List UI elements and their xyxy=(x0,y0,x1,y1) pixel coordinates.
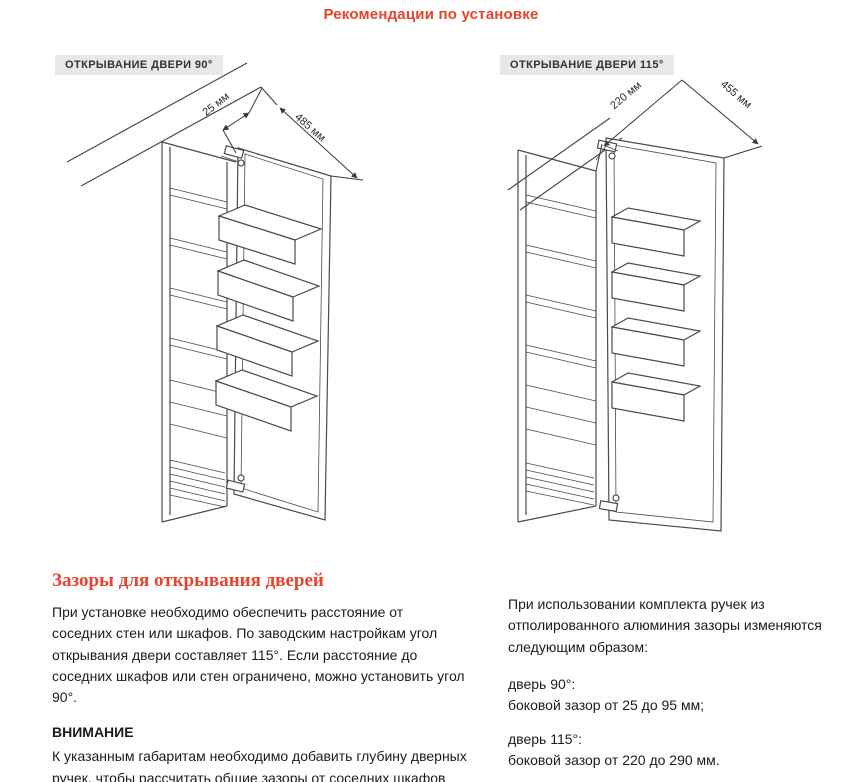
door-115-clearance: дверь 115°: боковой зазор от 220 до 290 … xyxy=(508,729,858,771)
door-90-value: боковой зазор от 25 до 95 мм; xyxy=(508,696,705,713)
door-115-value: боковой зазор от 220 до 290 мм. xyxy=(508,751,720,768)
door-bins xyxy=(610,207,702,422)
warning-text: К указанным габаритам необходимо добавит… xyxy=(52,748,467,782)
paragraph-clearances: При установке необходимо обеспечить расс… xyxy=(52,604,465,706)
diagrams-row: ОТКРЫВАНИЕ ДВЕРИ 90° xyxy=(55,50,860,550)
diagram-door-90-label: ОТКРЫВАНИЕ ДВЕРИ 90° xyxy=(55,55,223,75)
diagram-door-115-drawing: 220 мм 455 мм xyxy=(507,78,763,532)
handles-column: При использовании комплекта ручек из отп… xyxy=(508,570,858,782)
wall-lines xyxy=(66,62,262,187)
dimension-line-220 xyxy=(603,79,683,147)
dimension-label-220mm: 220 мм xyxy=(608,79,644,112)
diagram-door-115-label: ОТКРЫВАНИЕ ДВЕРИ 115° xyxy=(500,55,674,75)
dimension-line-455 xyxy=(681,79,759,145)
warning-title: ВНИМАНИЕ xyxy=(52,724,134,741)
door-open-115 xyxy=(595,137,725,532)
door-bins xyxy=(214,204,323,432)
bottom-hinge xyxy=(225,474,246,493)
dimension-line-25 xyxy=(222,112,250,131)
diagram-door-90: ОТКРЫВАНИЕ ДВЕРИ 90° xyxy=(55,50,450,550)
vent-grille xyxy=(169,459,226,508)
drawer-lines xyxy=(525,384,597,446)
page-title: Рекомендации по установке xyxy=(323,6,539,23)
door-open-90 xyxy=(214,145,332,521)
door-115-label: дверь 115°: xyxy=(508,730,583,747)
bottom-hinge xyxy=(598,494,620,513)
paragraph-handles: При использовании комплекта ручек из отп… xyxy=(508,596,822,655)
diagram-door-90-drawing: 25 мм 485 мм xyxy=(66,62,364,523)
cabinet xyxy=(517,149,597,523)
shelves xyxy=(525,194,597,369)
shelves xyxy=(169,187,228,360)
door-90-label: дверь 90°: xyxy=(508,675,576,692)
section-heading: Зазоры для открывания дверей xyxy=(52,570,324,591)
dimension-line-485 xyxy=(279,107,358,179)
vent-grille xyxy=(525,462,595,506)
clearances-column: Зазоры для открывания дверей При установ… xyxy=(52,570,467,782)
dimension-lines xyxy=(222,86,364,181)
dimension-label-455mm: 455 мм xyxy=(718,78,754,111)
text-columns: Зазоры для открывания дверей При установ… xyxy=(52,570,858,782)
wall-lines xyxy=(507,117,623,211)
dimension-label-485mm: 485 мм xyxy=(292,111,327,144)
top-hinge xyxy=(220,145,245,167)
dimension-label-25mm: 25 мм xyxy=(200,91,231,119)
diagram-door-115: ОТКРЫВАНИЕ ДВЕРИ 115° xyxy=(500,50,860,550)
door-90-clearance: дверь 90°: боковой зазор от 25 до 95 мм; xyxy=(508,674,858,716)
dimension-lines xyxy=(595,79,763,172)
